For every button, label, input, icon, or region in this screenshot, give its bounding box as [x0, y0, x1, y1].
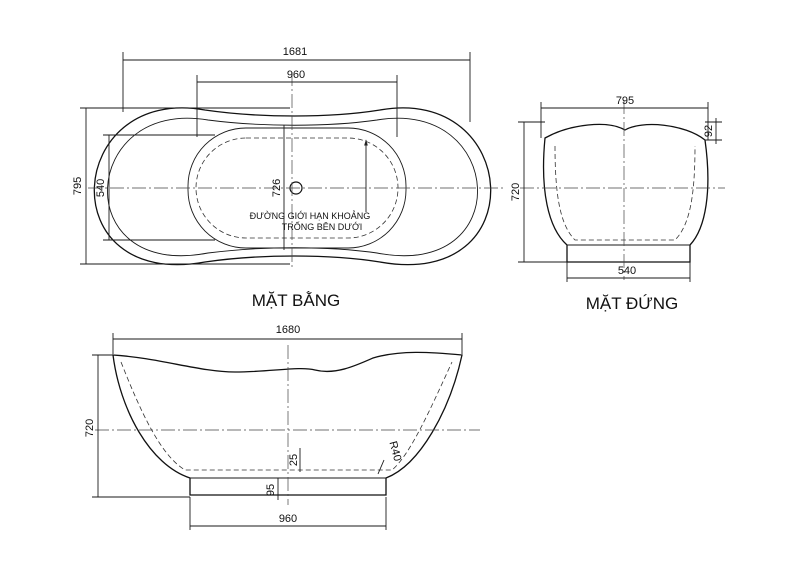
front-dim-length: 1680: [276, 324, 300, 336]
front-radius-leader: [377, 459, 385, 475]
plan-dim-depth: 726: [271, 179, 283, 197]
side-inner-dashed: [554, 145, 696, 241]
side-dim-width: 795: [616, 95, 634, 107]
plan-dim-inner-length: 960: [287, 69, 305, 81]
plan-outer-outline: [93, 107, 492, 266]
front-dim-base: 960: [279, 513, 297, 525]
plan-view-title: MẶT BẰNG: [252, 291, 340, 310]
plan-view: 1681 960 795 540 726 ĐƯỜNG GIỚI HẠN KHOẢ…: [72, 46, 505, 310]
plan-dim-width: 795: [72, 177, 84, 195]
plan-rim-line: [107, 117, 478, 256]
side-dim-rim: 92: [703, 125, 715, 137]
plan-note-line2: TRỐNG BÊN DƯỚI: [282, 221, 362, 232]
side-dim-base: 540: [618, 265, 636, 277]
side-view: 795 720 92 540 MẶT ĐỨNG: [510, 95, 725, 313]
front-dim-height: 720: [84, 419, 96, 437]
plan-dim-inner-width: 540: [95, 179, 107, 197]
plan-note-line1: ĐƯỜNG GIỚI HẠN KHOẢNG: [250, 210, 371, 221]
plan-dim-length: 1681: [283, 46, 307, 58]
front-view: 1680 720 960 25 95 R40: [84, 324, 480, 530]
front-outline: [112, 351, 463, 496]
front-dim-25: 25: [288, 454, 300, 466]
front-dim-95: 95: [265, 484, 277, 496]
side-view-title: MẶT ĐỨNG: [586, 294, 679, 313]
front-radius-label: R40: [386, 440, 403, 463]
front-inner-dashed: [120, 361, 453, 471]
side-outline: [542, 123, 709, 263]
side-dim-height: 720: [510, 183, 522, 201]
